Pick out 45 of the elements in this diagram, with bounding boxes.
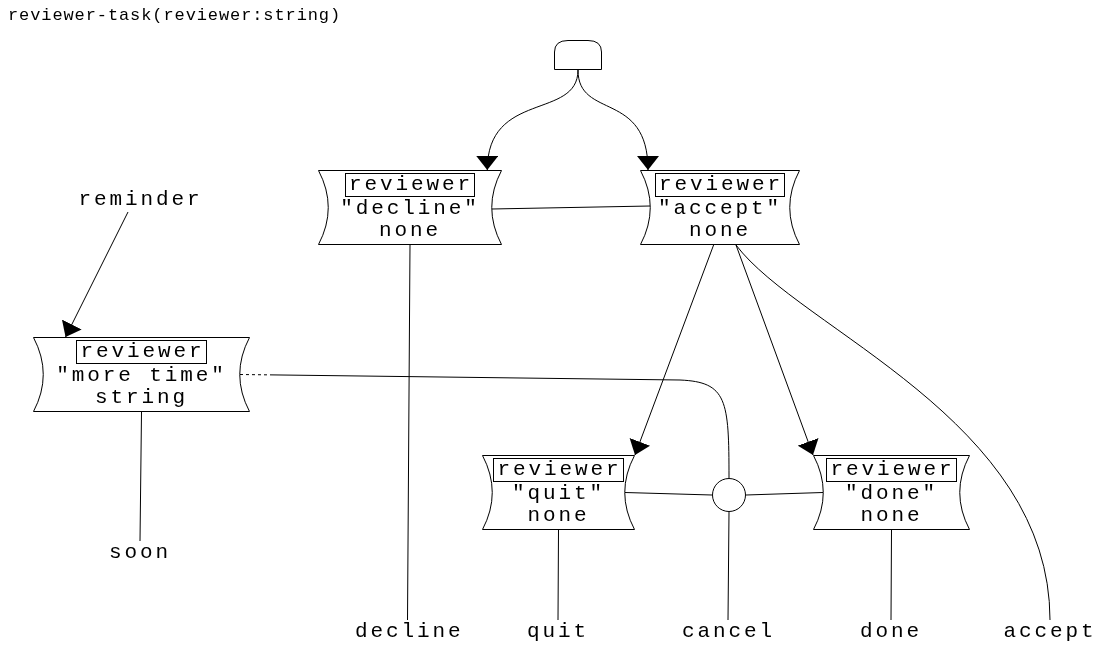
join-circle (712, 478, 746, 512)
message-label: "accept" (658, 198, 782, 220)
connector-line (735, 244, 1051, 621)
role-label: reviewer (826, 458, 957, 482)
type-label: none (379, 220, 441, 242)
message-label: "done" (845, 483, 938, 505)
start-node (554, 40, 602, 70)
event-label: cancel (682, 620, 774, 644)
connector-line (890, 529, 892, 621)
type-label: none (689, 220, 751, 242)
type-label: string (95, 387, 188, 409)
task-node (33, 337, 250, 412)
task-node (318, 170, 502, 245)
connector-line (139, 411, 142, 542)
message-label: "decline" (340, 198, 480, 220)
role-label: reviewer (493, 458, 624, 482)
event-label: quit (527, 620, 589, 644)
task-node (813, 455, 970, 530)
connector-line (745, 492, 824, 496)
type-label: none (860, 505, 923, 527)
type-label: none (527, 505, 590, 527)
task-node (482, 455, 635, 530)
event-label: decline (355, 620, 460, 644)
connector-line (491, 205, 651, 210)
connector-line (407, 244, 411, 621)
event-label: soon (107, 541, 173, 565)
role-label: reviewer (345, 173, 475, 197)
message-label: "more time" (56, 365, 227, 387)
role-label: reviewer (655, 173, 785, 197)
event-label: accept (1001, 620, 1099, 644)
event-label: reminder (78, 188, 203, 212)
connector-line (624, 492, 713, 496)
arrow (735, 244, 819, 456)
diagram-title: reviewer-task(reviewer:string) (8, 6, 342, 25)
arrow (61, 211, 129, 338)
message-label: "quit" (512, 483, 605, 505)
event-label: done (860, 620, 922, 644)
arrow (477, 69, 579, 171)
task-node (640, 170, 800, 245)
role-label: reviewer (76, 340, 207, 364)
arrow (577, 69, 658, 171)
connector-line (727, 511, 730, 621)
arrow (629, 244, 715, 456)
connector-line (239, 374, 730, 479)
connector-line (557, 529, 559, 621)
